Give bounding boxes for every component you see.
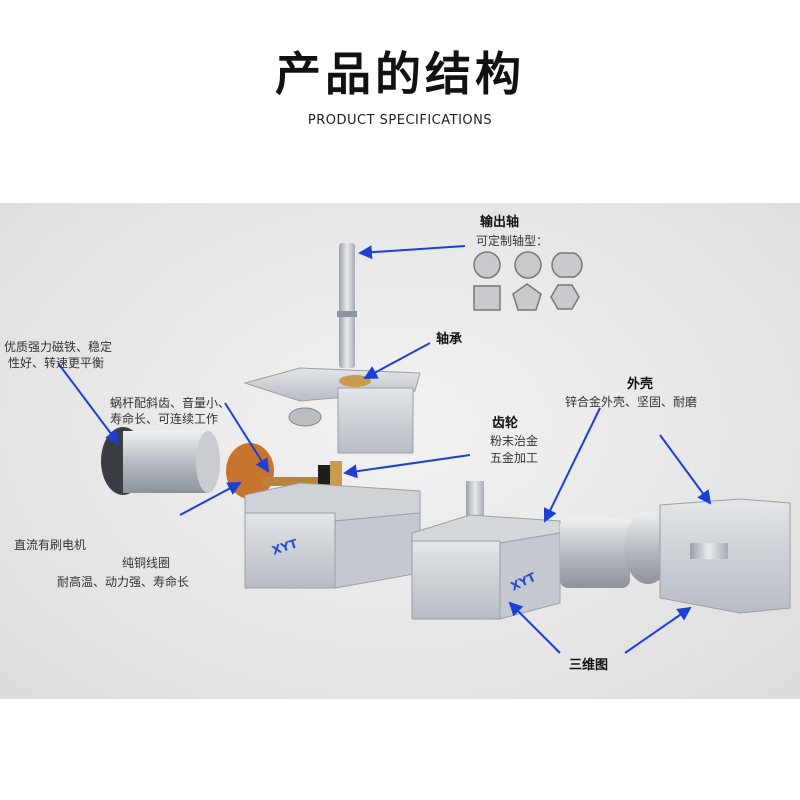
label-bearing: 轴承 (436, 332, 463, 347)
label-gear-line1: 粉末治金 (490, 434, 539, 448)
label-3d-view: 三维图 (569, 658, 609, 673)
double-d-shaft-icon (551, 252, 583, 278)
shaft-shape-icons (473, 251, 583, 311)
round-shaft-icon (473, 251, 501, 279)
exploded-view-illustration: XYT XYT (57, 243, 791, 654)
label-worm-line2: 寿命长、可连续工作 (110, 412, 219, 426)
callout-arrows (57, 245, 712, 654)
page-title: 产品的结构 (275, 47, 525, 101)
page-subtitle: PRODUCT SPECIFICATIONS (307, 113, 493, 128)
hexagon-shaft-icon (550, 284, 580, 310)
square-shaft-icon (473, 285, 501, 311)
product-stage: XYT XYT (0, 203, 800, 699)
label-magnet-line2: 性好、转速更平衡 (8, 356, 105, 370)
label-housing-line1: 锌合金外壳、坚固、耐磨 (565, 395, 698, 409)
label-gear: 齿轮 (492, 416, 519, 431)
motor-rear (101, 427, 220, 495)
label-custom-shaft: 可定制轴型： (476, 234, 549, 248)
pentagon-shaft-icon (512, 283, 542, 311)
gearbox-base: XYT (244, 482, 421, 589)
output-shaft (337, 243, 357, 368)
assembled-gearmotor-front: XYT (411, 481, 630, 620)
label-worm-line1: 蜗杆配斜齿、音量小、 (110, 396, 231, 410)
label-output-shaft: 输出轴 (480, 215, 520, 230)
label-magnet-line1: 优质强力磁铁、稳定 (4, 340, 113, 354)
label-coil: 纯铜线圈 (122, 556, 171, 570)
label-motor: 直流有刷电机 (14, 538, 87, 552)
label-gear-line2: 五金加工 (490, 451, 539, 465)
label-housing: 外壳 (627, 377, 654, 392)
label-coil-line1: 耐高温、动力强、寿命长 (57, 575, 190, 589)
bearing-plate (243, 367, 421, 454)
assembled-gearmotor-side (624, 498, 791, 614)
